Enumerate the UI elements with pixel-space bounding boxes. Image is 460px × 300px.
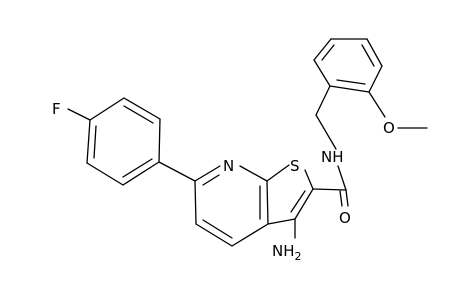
carbonyl-oxygen-label: O <box>339 209 351 227</box>
atom-labels: F N S NH O O NH2 <box>52 100 395 263</box>
amino-subscript-2: 2 <box>295 250 302 263</box>
amino-nh-text: NH <box>272 242 295 260</box>
bond-lines <box>67 38 428 247</box>
amino-group-label: NH2 <box>272 242 302 263</box>
methoxy-oxygen-label: O <box>383 119 395 137</box>
fluorine-label: F <box>52 100 61 118</box>
sulfur-label: S <box>290 157 300 175</box>
amide-nh-label: NH <box>321 148 344 166</box>
pyridine-nitrogen-label: N <box>223 157 234 175</box>
